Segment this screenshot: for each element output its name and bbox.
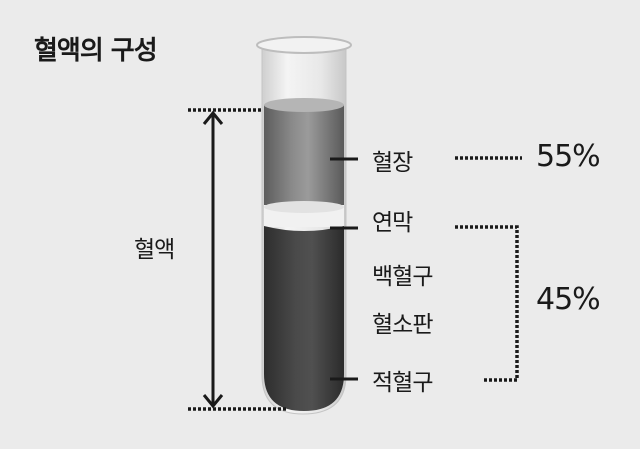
cells-percentage: 45% [536,282,601,317]
leader-lines [330,157,358,381]
range-guides [188,108,522,411]
plasma-layer [264,105,344,208]
page-title: 혈액의 구성 [34,36,158,66]
plasma-label: 혈장 [372,150,413,176]
blood-volume-arrow [202,110,224,409]
platelets-label: 혈소판 [372,312,433,338]
red-blood-cells-label: 적혈구 [372,370,433,396]
red-blood-cell-layer [264,226,344,411]
white-blood-cells-label: 백혈구 [372,264,433,290]
buffy-coat-label: 연막 [372,210,413,236]
blood-label: 혈액 [134,237,175,263]
test-tube [256,36,352,415]
plasma-percentage: 55% [536,139,601,174]
